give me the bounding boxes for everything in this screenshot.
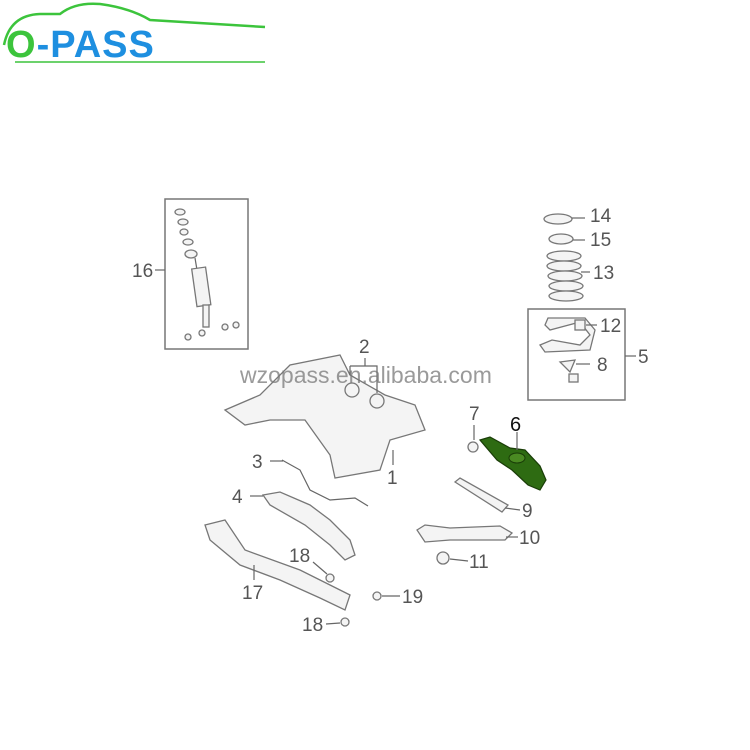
callout-6: 6 <box>510 414 521 436</box>
spring-insulator <box>548 233 574 245</box>
logo-car-outline <box>2 2 266 63</box>
bushing-2a <box>344 382 360 398</box>
arm-bushing-hole <box>508 452 526 464</box>
bushing-2b <box>369 393 385 409</box>
callout-16: 16 <box>132 261 153 282</box>
coil-spring <box>546 250 584 302</box>
lateral-link-9 <box>453 477 510 513</box>
stabilizer-bar <box>281 459 369 507</box>
watermark: wzopass.en.alibaba.com <box>240 362 492 388</box>
lateral-link-10 <box>416 524 514 543</box>
bolt-18-upper <box>325 573 335 583</box>
shock-absorber <box>174 208 240 341</box>
callout-5: 5 <box>638 347 649 368</box>
brand-logo: O-PASS <box>0 0 300 80</box>
callout-14: 14 <box>590 206 612 227</box>
callout-9: 9 <box>522 501 533 522</box>
shock-group-box <box>164 198 249 350</box>
callout-19: 19 <box>402 587 423 608</box>
callout-10: 10 <box>519 528 540 549</box>
spring-seat-upper <box>543 213 573 225</box>
callout-11: 11 <box>469 552 489 573</box>
callout-2: 2 <box>359 337 370 358</box>
callout-4: 4 <box>232 487 243 508</box>
callout-15: 15 <box>590 230 611 251</box>
bushing-11 <box>436 551 450 565</box>
lower-control-arm-6-highlighted <box>478 436 547 491</box>
crossmember <box>223 354 426 479</box>
bolt-18-lower <box>340 617 350 627</box>
logo-pass: -PASS <box>36 24 155 66</box>
bolt-19 <box>372 591 382 601</box>
callout-3: 3 <box>252 452 263 473</box>
lower-arm-4 <box>261 491 356 561</box>
sub-frame-17 <box>204 519 351 611</box>
callout-17: 17 <box>242 583 263 604</box>
callout-13: 13 <box>593 263 614 284</box>
bushing-7 <box>467 441 479 453</box>
ball-joint <box>558 359 577 374</box>
logo-o: O <box>6 24 37 66</box>
bushing-12 <box>574 319 586 331</box>
upper-control-arm <box>538 317 596 353</box>
callout-8: 8 <box>597 355 608 376</box>
callout-7: 7 <box>469 404 480 425</box>
callout-12: 12 <box>600 316 621 337</box>
leader-lines <box>155 217 636 625</box>
upper-arm-group-box <box>527 308 626 401</box>
callout-1: 1 <box>387 468 398 489</box>
callout-18-upper: 18 <box>289 546 310 567</box>
callout-18-lower: 18 <box>302 615 323 636</box>
ball-joint-boot <box>568 373 579 383</box>
